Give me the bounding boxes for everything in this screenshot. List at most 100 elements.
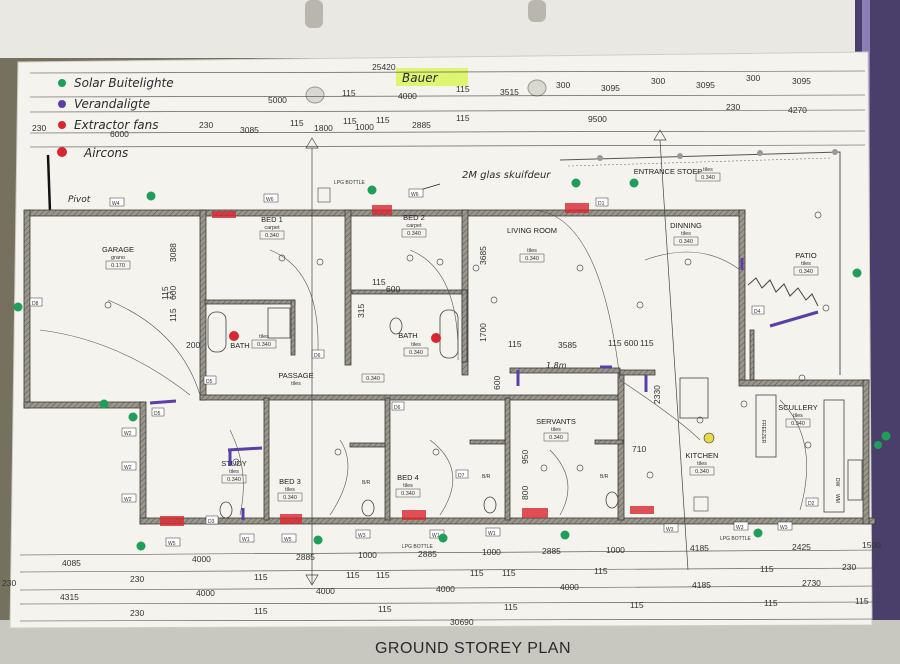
dim: 4315 <box>60 592 79 602</box>
dim: 115 <box>168 308 178 322</box>
room-area: 0.340 <box>407 231 421 237</box>
dim: 300 <box>651 76 665 86</box>
dim: 115 <box>378 604 392 614</box>
dim: 115 <box>764 598 778 608</box>
solar-light-icon <box>136 541 146 551</box>
door-tag: D5 <box>206 379 213 385</box>
window-tag: W2 <box>124 497 132 503</box>
door-tag: D5 <box>154 411 161 417</box>
room-floor: tiles <box>551 427 561 433</box>
aircon-icon <box>630 506 654 514</box>
highlighter-mark <box>396 68 468 86</box>
room-name: PATIO <box>795 251 817 260</box>
dim: 4000 <box>398 91 417 101</box>
dim: 4000 <box>196 588 215 598</box>
room-bed3: BED 3 tiles 0.340 <box>277 477 303 502</box>
dim: 115 <box>630 600 644 610</box>
window-labels: W4 W6 W6 W2 W2 W2 W5 W1 W5 W3 W1 W1 W3 W… <box>109 188 793 547</box>
solar-light-icon <box>629 178 639 188</box>
door-labels: D1 D8 D4 D5 D5 D3 D6 D6 D7 D2 <box>29 197 819 525</box>
plan-title: GROUND STOREY PLAN <box>375 640 571 657</box>
glass-door-note: 2M glas skuifdeur <box>462 170 551 181</box>
dim: 4000 <box>192 554 211 564</box>
dim: 115 <box>470 568 484 578</box>
dim: 4085 <box>62 558 81 568</box>
room-bed2: BED 2 carpet 0.340 <box>401 213 427 238</box>
dim: 3095 <box>601 83 620 93</box>
dim: 4270 <box>788 105 807 115</box>
window-tag: W1 <box>488 531 496 537</box>
legend-dot-aircon <box>57 147 67 157</box>
room-name: BATH <box>398 331 417 340</box>
room-name: SCULLERY <box>778 403 817 412</box>
dim: 230 <box>199 120 213 130</box>
dim: 950 <box>520 450 530 464</box>
dim: 115 <box>346 570 360 580</box>
br-label: B/R <box>482 474 491 480</box>
room-floor: tiles <box>703 167 713 173</box>
room-floor: carpet <box>406 223 422 229</box>
room-servants: SERVANTS tiles 0.340 <box>536 417 576 442</box>
dim: 315 <box>356 304 366 318</box>
legend: Solar Buitelighte Verandaligte Extractor… <box>57 76 174 160</box>
lpg-bottle <box>317 187 331 203</box>
light-points <box>104 211 830 479</box>
room-area: 0.340 <box>227 477 241 483</box>
dim: 115 <box>372 277 386 287</box>
room-floor: tiles <box>291 381 301 387</box>
dim: 115 <box>342 88 356 98</box>
room-patio: PATIO tiles 0.340 <box>793 251 819 276</box>
legend-dot-solar <box>58 79 66 87</box>
solar-light-icon <box>753 528 763 538</box>
top-dims-row1: 5000 115 4000 115 3515 300 3095 300 3095… <box>268 73 811 105</box>
bottom-dims-row3: 4000 4000 4000 4000 4185 2730 <box>196 578 821 598</box>
dim: 300 <box>556 80 570 90</box>
dim: 600 <box>624 338 638 348</box>
room-floor: tiles <box>411 342 421 348</box>
room-area: 0.340 <box>695 469 709 475</box>
dim: 115 <box>456 113 470 123</box>
dim: 710 <box>632 444 646 454</box>
room-garage: GARAGE grano 0.170 <box>102 245 134 270</box>
room-floor: tiles <box>697 461 707 467</box>
room-area: 0.340 <box>366 376 380 382</box>
dim: 230 <box>726 102 740 112</box>
top-dims-row3: 230 6000 230 3085 115 1800 115 1000 115 … <box>32 113 607 139</box>
dim: 4185 <box>690 543 709 553</box>
dim: 5000 <box>268 95 287 105</box>
pivot-note: Pivot <box>68 195 91 205</box>
dim: 6000 <box>110 129 129 139</box>
room-area: 0.340 <box>265 233 279 239</box>
freezer-label: FREEZER <box>760 420 766 444</box>
bottom-dims-row4: 4315 230 115 115 115 115 115 115 <box>60 592 869 618</box>
binder-ring <box>305 0 323 28</box>
owner-note: Bauer <box>402 71 439 85</box>
dim: 230 <box>2 578 16 588</box>
window-tag: W3 <box>666 527 674 533</box>
window-tag: W6 <box>266 197 274 203</box>
room-name: BATH <box>230 341 249 350</box>
dim: 4000 <box>316 586 335 596</box>
room-dinning: DINNING tiles 0.340 <box>670 221 702 246</box>
dim: 115 <box>502 568 516 578</box>
inner-dimensions: 3088 115 600 115 200 115 600 315 3685 17… <box>160 243 662 500</box>
solar-light-icon <box>128 412 138 422</box>
punch-hole <box>305 86 325 104</box>
solar-light-icon <box>881 431 891 441</box>
aircon-icon <box>522 508 548 518</box>
legend-dot-extractor <box>58 121 66 129</box>
solar-light-icon <box>99 399 109 409</box>
room-area: 0.340 <box>409 350 423 356</box>
dim: 230 <box>32 123 46 133</box>
dim: 115 <box>608 338 622 348</box>
window-tag: W6 <box>411 192 419 198</box>
dim: 3685 <box>478 246 488 265</box>
room-bed1: BED 1 carpet 0.340 <box>259 215 285 240</box>
window-tag: W4 <box>112 201 120 207</box>
door-tag: D6 <box>394 405 401 411</box>
pivot-door-marker <box>46 154 52 213</box>
room-entrance-stoep: ENTRANCE STOEP tiles 0.340 <box>634 167 721 182</box>
door-tag: D3 <box>208 519 215 525</box>
dim: 115 <box>376 115 390 125</box>
